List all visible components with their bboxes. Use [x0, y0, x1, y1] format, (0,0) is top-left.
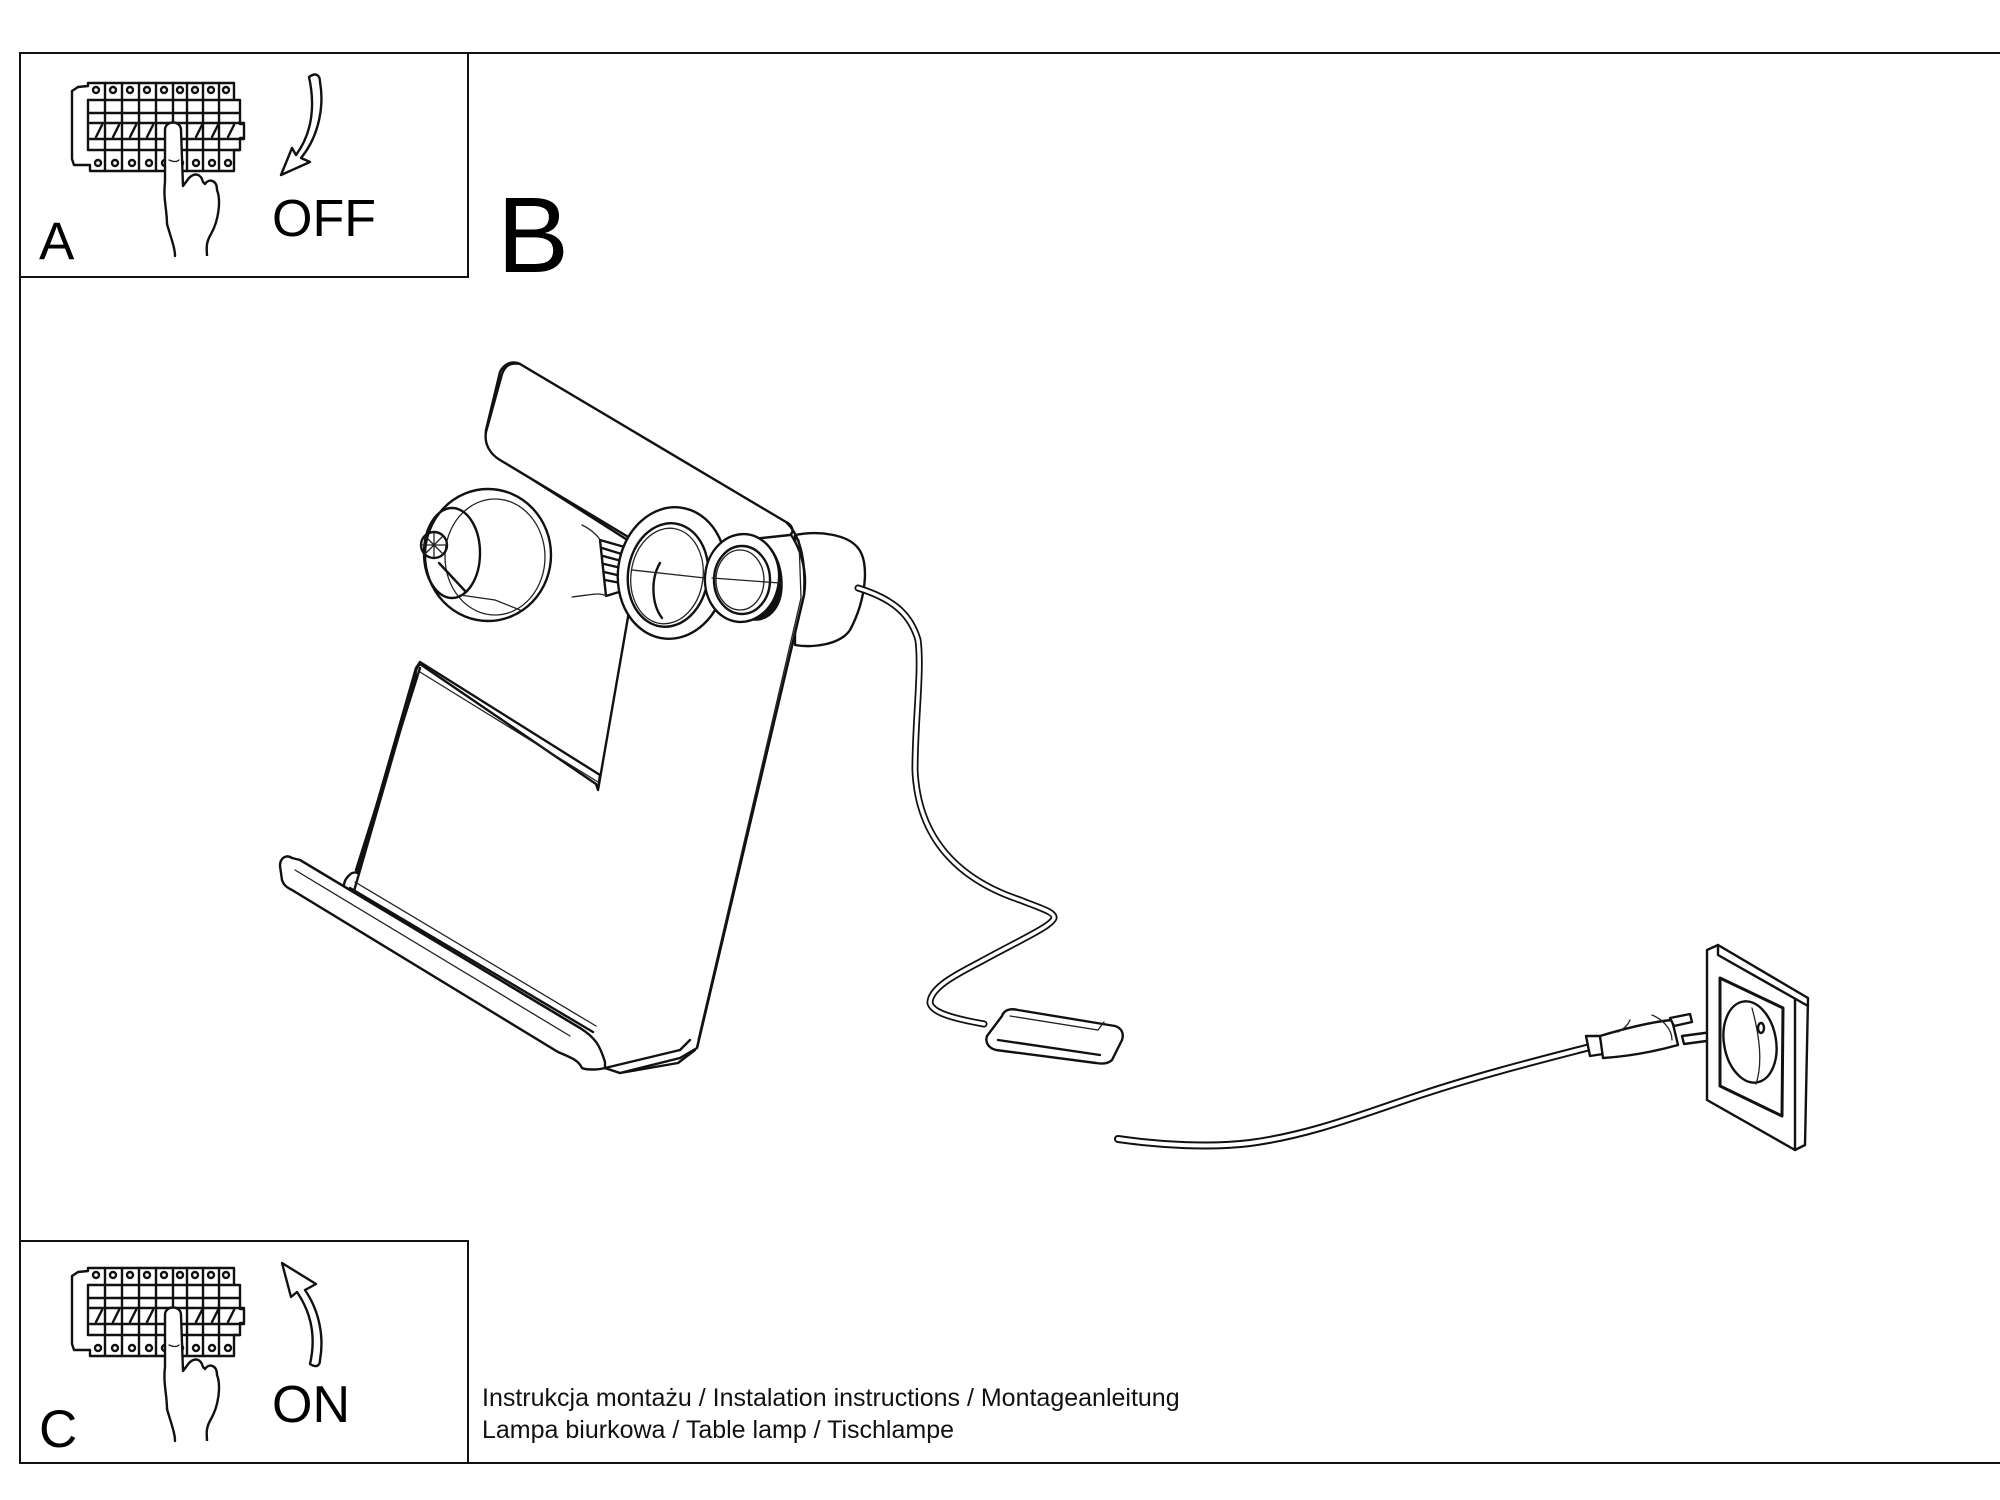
lamp-nut [703, 532, 783, 624]
lamp-washer-ring [616, 506, 728, 640]
arrow-up-icon [280, 1261, 323, 1368]
breaker-off-icon [70, 73, 323, 258]
lamp-socket-housing [793, 531, 867, 648]
arrow-down-icon [279, 73, 323, 177]
frame-top-line [19, 52, 2000, 54]
power-plug [1584, 1012, 1716, 1060]
step-b-letter: B [497, 174, 570, 295]
power-cord [854, 584, 1594, 1150]
panel-c-action-on: ON [272, 1376, 350, 1434]
light-bulb [419, 487, 634, 623]
lamp-body [278, 361, 867, 1075]
panel-a-action-off: OFF [272, 190, 376, 248]
wall-outlet [1705, 943, 1810, 1152]
breaker-on-icon [70, 1261, 323, 1443]
caption-instructions-title: Instrukcja montażu / Instalation instruc… [482, 1384, 1180, 1412]
cord-switch [985, 1008, 1124, 1065]
frame-bottom-line [19, 1462, 2000, 1464]
panel-a-letter: A [39, 212, 75, 271]
caption-product-name: Lampa biurkowa / Table lamp / Tischlampe [482, 1416, 954, 1444]
frame-left-line [19, 52, 21, 1464]
panel-c-letter: C [39, 1400, 78, 1459]
